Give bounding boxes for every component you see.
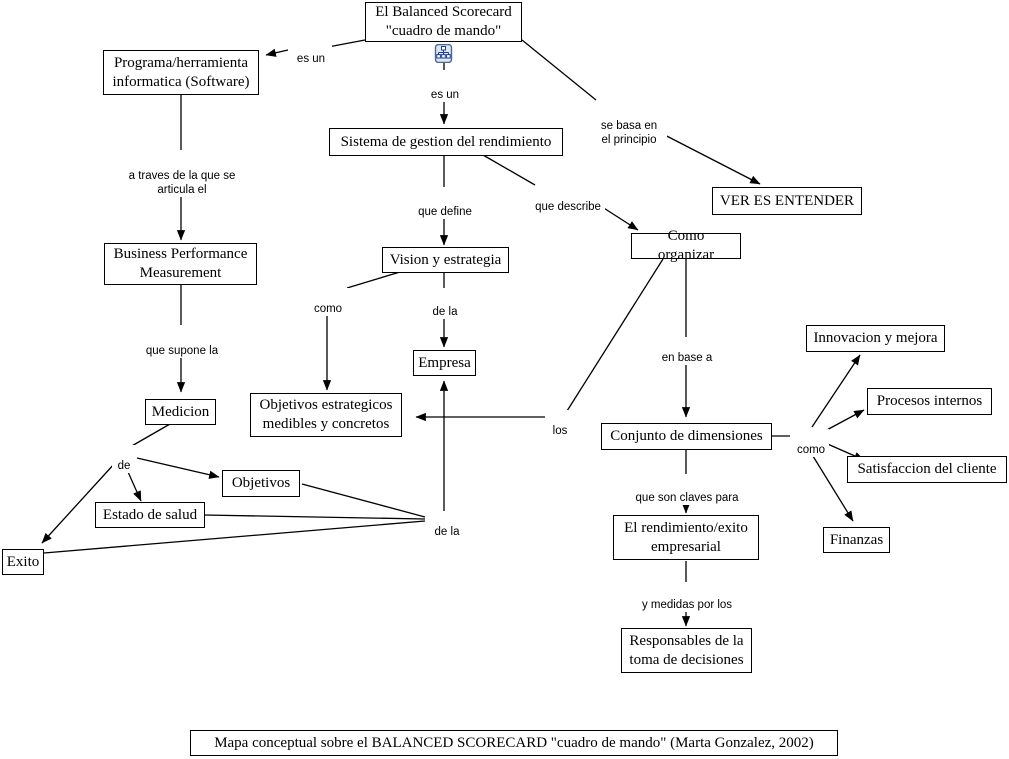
- edge-organizar-to-objest-a: [566, 258, 664, 412]
- node-conjunto-label: Conjunto de dimensiones: [610, 428, 763, 444]
- edge-de-to-objetivos: [136, 457, 220, 479]
- node-estado-label: Estado de salud: [102, 506, 198, 523]
- edge-de-to-exito: [41, 462, 116, 544]
- link-label-como-dimensiones: como: [793, 429, 829, 457]
- node-responsables-toma-decisiones[interactable]: Responsables de la toma de decisiones: [621, 628, 752, 673]
- diagram-caption: Mapa conceptual sobre el BALANCED SCOREC…: [190, 730, 838, 756]
- node-sistema-label: Sistema de gestion del rendimiento: [340, 133, 552, 150]
- node-empresa[interactable]: Empresa: [413, 350, 476, 376]
- link-label-que-define: que define: [413, 191, 477, 219]
- edge-como-to-innovacion: [811, 354, 861, 428]
- node-rendimiento-exito-empresarial[interactable]: El rendimiento/exito empresarial: [613, 515, 759, 560]
- link-label-a-traves-de-la-que-se-articula-el: a traves de la que se articula el: [117, 155, 247, 197]
- node-ver-es-entender[interactable]: VER ES ENTENDER: [712, 187, 862, 215]
- edge-estado-to-dela: [203, 514, 426, 520]
- link-label-de-medicion: de: [112, 445, 136, 473]
- link-label-que-describe: que describe: [531, 186, 605, 214]
- node-objetivos-estrategicos-label: Objetivos estrategicos medibles y concre…: [259, 397, 393, 432]
- node-finanzas[interactable]: Finanzas: [823, 527, 890, 553]
- node-root[interactable]: El Balanced Scorecard "cuadro de mando": [365, 2, 522, 42]
- node-conjunto-de-dimensiones[interactable]: Conjunto de dimensiones: [601, 423, 772, 450]
- node-procesos-internos[interactable]: Procesos internos: [867, 388, 992, 415]
- link-label-que-son-claves-para: que son claves para: [627, 477, 747, 505]
- edge-vision-to-objest-a: [346, 271, 401, 289]
- node-satisfaccion-label: Satisfaccion del cliente: [857, 461, 997, 477]
- node-programa-label: Programa/herramienta informatica (Softwa…: [112, 54, 250, 90]
- node-como-organizar-label: Como organizar: [657, 228, 715, 263]
- diagram-caption-text: Mapa conceptual sobre el BALANCED SCOREC…: [214, 735, 814, 751]
- node-exito[interactable]: Exito: [2, 549, 44, 575]
- node-medicion[interactable]: Medicion: [145, 399, 216, 425]
- edge-objetivos-to-dela: [301, 483, 426, 518]
- link-label-de-la-objetivos: de la: [428, 511, 466, 539]
- node-business-performance-measurement[interactable]: Business Performance Measurement: [104, 243, 257, 285]
- node-ver-es-entender-label: VER ES ENTENDER: [719, 192, 855, 209]
- node-innovacion-y-mejora[interactable]: Innovacion y mejora: [806, 325, 945, 352]
- link-label-es-un-left: es un: [290, 38, 332, 66]
- node-programa[interactable]: Programa/herramienta informatica (Softwa…: [103, 50, 259, 95]
- node-responsables-label: Responsables de la toma de decisiones: [629, 632, 744, 668]
- edge-root-to-ver-b: [654, 129, 761, 185]
- edge-root-to-ver-a: [521, 39, 597, 101]
- node-bpm-label: Business Performance Measurement: [113, 246, 248, 281]
- concept-map-icon[interactable]: [434, 43, 453, 64]
- node-medicion-label: Medicion: [151, 403, 210, 420]
- link-label-y-medidas-por-los: y medidas por los: [635, 584, 739, 612]
- edge-como-to-finanzas: [807, 447, 854, 522]
- node-objetivos-label: Objetivos: [231, 475, 291, 491]
- edge-como-to-procesos: [822, 409, 865, 433]
- link-label-los: los: [548, 410, 572, 438]
- node-root-label: El Balanced Scorecard "cuadro de mando": [375, 4, 512, 39]
- edge-exito-to-dela: [43, 520, 426, 554]
- node-objetivos-estrategicos[interactable]: Objetivos estrategicos medibles y concre…: [250, 393, 402, 437]
- link-label-en-base-a: en base a: [657, 337, 717, 365]
- edge-sistema-to-organizar-a: [482, 154, 536, 186]
- node-innovacion-label: Innovacion y mejora: [813, 330, 938, 346]
- node-rendimiento-label: El rendimiento/exito empresarial: [624, 519, 748, 555]
- node-sistema[interactable]: Sistema de gestion del rendimiento: [329, 128, 563, 156]
- node-objetivos[interactable]: Objetivos: [222, 470, 300, 497]
- link-label-como-vision: como: [307, 288, 349, 316]
- edge-root-to-programa-b: [265, 48, 289, 57]
- edge-medicion-to-de: [129, 423, 171, 448]
- node-estado-de-salud[interactable]: Estado de salud: [95, 502, 205, 528]
- node-exito-label: Exito: [6, 553, 40, 570]
- edge-root-to-programa-a: [327, 39, 366, 48]
- link-label-es-un-down: es un: [424, 74, 466, 102]
- node-vision-y-estrategia[interactable]: Vision y estrategia: [382, 247, 509, 273]
- node-como-organizar[interactable]: Como organizar: [631, 228, 741, 263]
- node-procesos-label: Procesos internos: [876, 393, 983, 409]
- link-label-de-la-empresa: de la: [425, 291, 465, 319]
- node-satisfaccion-del-cliente[interactable]: Satisfaccion del cliente: [847, 456, 1007, 483]
- node-finanzas-label: Finanzas: [829, 531, 884, 548]
- node-vision-label: Vision y estrategia: [389, 251, 502, 268]
- node-empresa-label: Empresa: [418, 354, 471, 371]
- link-label-que-supone-la: que supone la: [141, 330, 223, 358]
- link-label-se-basa-en-el-principio: se basa en el principio: [591, 105, 667, 147]
